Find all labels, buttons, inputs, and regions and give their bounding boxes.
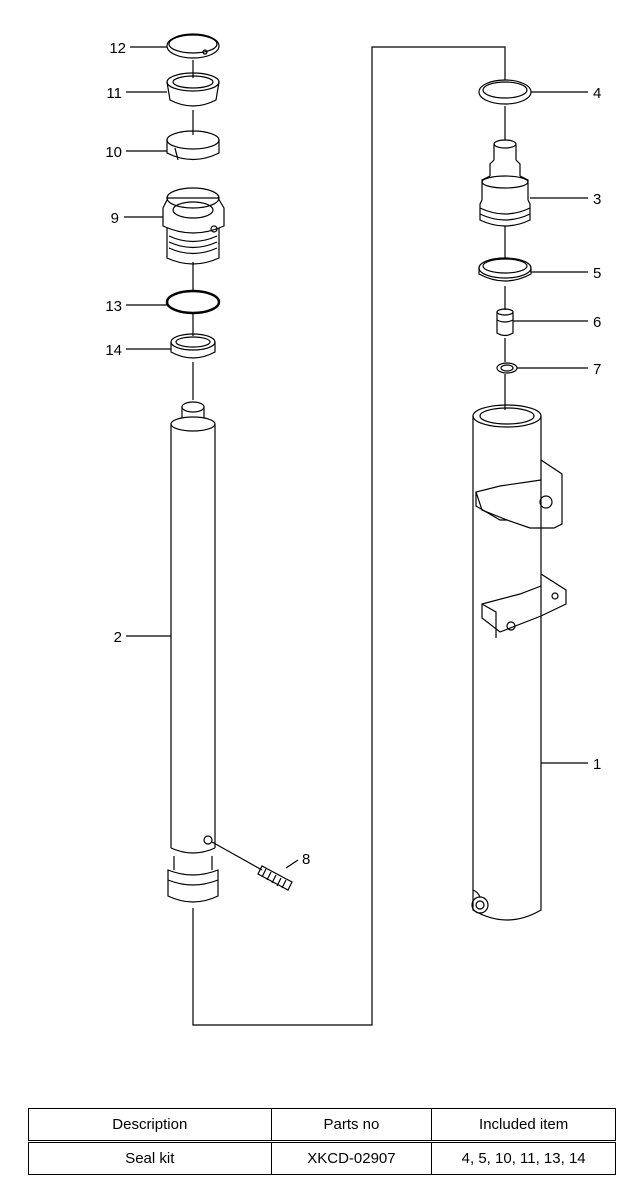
callout-1: 1 <box>593 756 601 773</box>
callout-12: 12 <box>109 40 126 57</box>
part-7-small-ring <box>496 362 518 374</box>
seal-kit-table: Description Parts no Included item Seal … <box>28 1108 616 1175</box>
cell-parts-no: XKCD-02907 <box>270 1141 433 1175</box>
callout-13: 13 <box>105 298 122 315</box>
part-2-piston-rod <box>167 401 219 903</box>
header-parts-no: Parts no <box>270 1108 433 1143</box>
callout-6: 6 <box>593 314 601 331</box>
connection-line <box>192 46 506 1026</box>
callout-11: 11 <box>106 85 122 102</box>
header-included-item: Included item <box>431 1108 616 1143</box>
part-9-gland <box>162 187 225 265</box>
callout-3: 3 <box>593 191 601 208</box>
part-5-ring <box>478 257 532 282</box>
part-10-ring <box>166 130 220 161</box>
part-14-backup-ring <box>170 333 216 359</box>
header-description: Description <box>28 1108 272 1143</box>
table-row: Seal kit XKCD-02907 4, 5, 10, 11, 13, 14 <box>28 1141 616 1175</box>
callout-2: 2 <box>114 629 122 646</box>
part-11-wiper <box>166 72 220 107</box>
part-12-snap-ring <box>166 33 220 59</box>
callout-8: 8 <box>302 851 310 868</box>
callout-10: 10 <box>105 144 122 161</box>
callout-5: 5 <box>593 265 601 282</box>
part-6-plug <box>496 308 514 337</box>
callout-4: 4 <box>593 85 601 102</box>
callout-14: 14 <box>105 342 122 359</box>
table-header-row: Description Parts no Included item <box>28 1108 616 1143</box>
part-3-piston <box>479 139 531 227</box>
cell-description: Seal kit <box>28 1141 272 1175</box>
part-1-cylinder-tube <box>471 404 567 921</box>
part-13-o-ring <box>165 289 221 315</box>
part-8-pin <box>211 841 293 891</box>
callout-9: 9 <box>111 210 119 227</box>
callout-7: 7 <box>593 361 601 378</box>
part-4-ring <box>478 79 532 105</box>
exploded-parts-diagram: 12 11 10 9 13 14 2 8 4 3 5 6 7 1 <box>105 33 601 1026</box>
cell-included-item: 4, 5, 10, 11, 13, 14 <box>431 1141 616 1175</box>
